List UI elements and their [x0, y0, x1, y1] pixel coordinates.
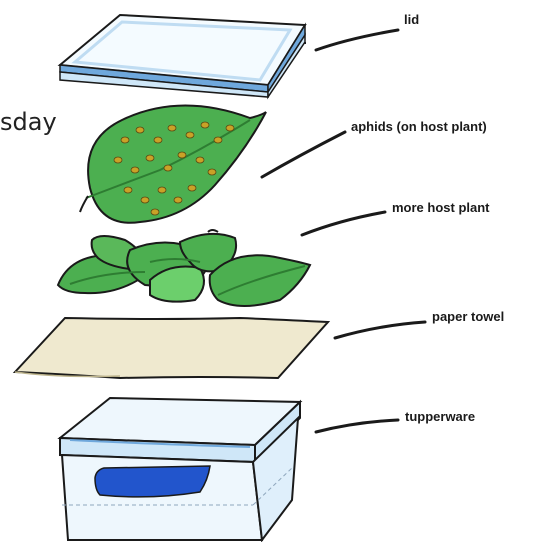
tupperware-illustration	[60, 398, 300, 540]
host-plant-leader-line	[302, 212, 385, 235]
lid-illustration	[60, 15, 305, 97]
paper-towel-illustration	[15, 318, 328, 378]
label-lid: lid	[404, 12, 419, 27]
tupperware-leader-line	[316, 420, 398, 432]
aphids-leader-line	[262, 132, 345, 177]
label-paper-towel: paper towel	[432, 309, 504, 324]
aphid-leaf-illustration	[80, 105, 266, 222]
lid-leader-line	[316, 30, 398, 50]
host-plant-illustration	[58, 230, 310, 306]
label-host-plant: more host plant	[392, 200, 490, 215]
label-aphids: aphids (on host plant)	[351, 119, 487, 134]
paper-towel-leader-line	[335, 322, 425, 338]
label-tupperware: tupperware	[405, 409, 475, 424]
